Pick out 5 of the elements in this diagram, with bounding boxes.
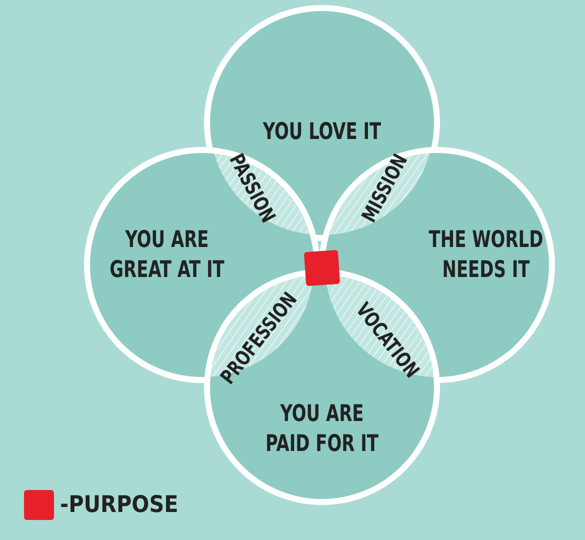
circle-label: YOU ARE GREAT AT IT: [108, 226, 226, 285]
legend-label: -PURPOSE: [60, 491, 178, 520]
circle-label: YOU LOVE IT: [262, 118, 382, 147]
circle-label: YOU ARE PAID FOR IT: [264, 400, 380, 459]
circle-label: THE WORLD NEEDS IT: [428, 226, 544, 285]
